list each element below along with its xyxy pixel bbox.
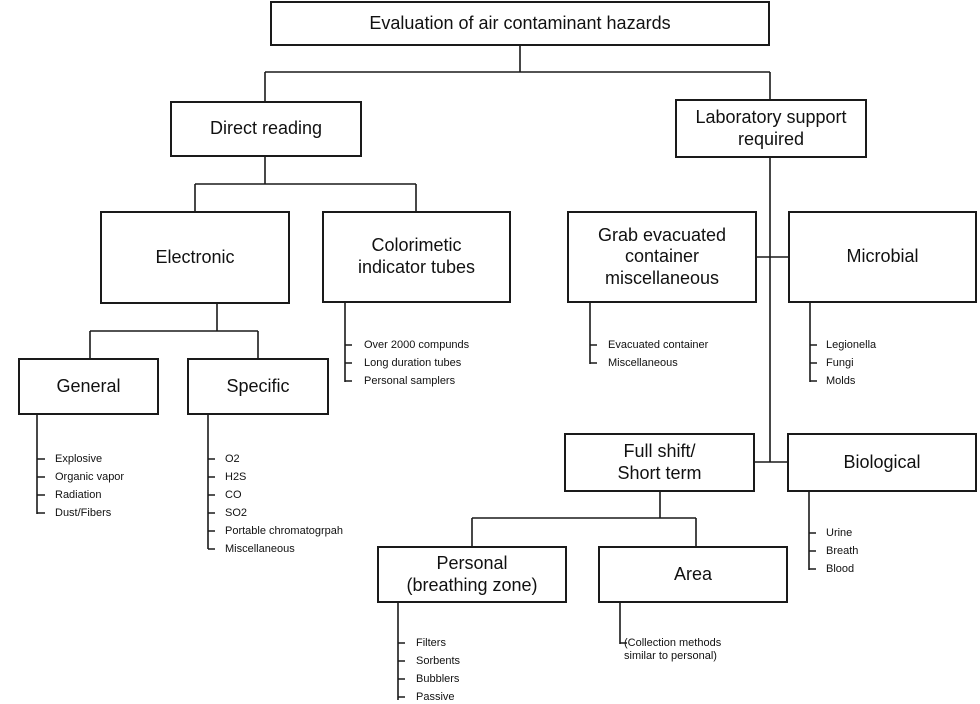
root-connector: [264, 45, 771, 101]
list-item: SO2: [225, 507, 248, 519]
list-item: Radiation: [55, 489, 102, 501]
laboratory-support-label: Laboratory support required: [695, 106, 847, 149]
list-item: Breath: [826, 545, 859, 557]
list-item: Passive: [416, 691, 455, 703]
general-items-list: Explosive Organic vapor Radiation Dust/F…: [55, 450, 124, 522]
list-item: Fungi: [826, 357, 854, 369]
list-item: Portable chromatogrpah: [225, 525, 344, 537]
list-item: Bubblers: [416, 673, 460, 685]
general-list-bracket: [36, 415, 45, 514]
personal-items-list: Filters Sorbents Bubblers Passive: [416, 634, 460, 704]
list-item: Personal samplers: [364, 375, 456, 387]
list-item: Over 2000 compunds: [364, 339, 470, 351]
grab-evacuated-node: Grab evacuated container miscellaneous: [567, 211, 757, 303]
list-item: Urine: [826, 527, 853, 539]
colorimetric-items-list: Over 2000 compunds Long duration tubes P…: [364, 336, 469, 390]
personal-list-bracket: [397, 602, 405, 700]
direct-reading-connector: [194, 156, 417, 211]
list-item: Organic vapor: [55, 471, 125, 483]
colorimetric-label: Colorimetic indicator tubes: [357, 235, 476, 277]
specific-items-list: O2 H2S CO SO2 Portable chromatogrpah Mis…: [225, 450, 343, 558]
personal-label: Personal (breathing zone): [406, 552, 538, 595]
root-node: Evaluation of air contaminant hazards: [270, 1, 770, 46]
list-item: Blood: [826, 563, 855, 575]
direct-reading-node: Direct reading: [170, 101, 362, 157]
biological-list-bracket: [808, 491, 816, 570]
microbial-items-list: Legionella Fungi Molds: [826, 336, 876, 390]
list-item: H2S: [225, 471, 247, 483]
electronic-node: Electronic: [100, 211, 290, 304]
grab-items-list: Evacuated container Miscellaneous: [608, 336, 708, 372]
electronic-connector: [89, 303, 259, 358]
grab-list-bracket: [589, 302, 597, 364]
area-note: (Collection methods similar to personal): [624, 637, 722, 662]
area-node: Area: [598, 546, 788, 603]
list-item: Miscellaneous: [608, 357, 678, 369]
specific-node: Specific: [187, 358, 329, 415]
direct-reading-label: Direct reading: [209, 118, 323, 139]
biological-items-list: Urine Breath Blood: [826, 524, 858, 578]
list-item: Legionella: [826, 339, 877, 351]
microbial-node: Microbial: [788, 211, 977, 303]
specific-list-bracket: [207, 414, 215, 550]
list-item: Long duration tubes: [364, 357, 462, 369]
grab-evacuated-label: Grab evacuated container miscellaneous: [597, 224, 727, 288]
general-node: General: [18, 358, 159, 415]
list-item: Sorbents: [416, 655, 461, 667]
list-item: O2: [225, 453, 240, 465]
list-item: Explosive: [55, 453, 103, 465]
electronic-label: Electronic: [155, 246, 235, 267]
full-shift-label: Full shift/ Short term: [617, 440, 702, 483]
biological-node: Biological: [787, 433, 977, 492]
laboratory-support-node: Laboratory support required: [675, 99, 867, 158]
list-item: Evacuated container: [608, 339, 709, 351]
microbial-label: Microbial: [846, 246, 919, 267]
list-item: Molds: [826, 375, 856, 387]
specific-label: Specific: [226, 375, 290, 396]
list-item: CO: [225, 489, 242, 501]
list-item: Dust/Fibers: [55, 507, 112, 519]
colorimetric-node: Colorimetic indicator tubes: [322, 211, 511, 303]
general-label: General: [56, 375, 121, 396]
area-label: Area: [673, 563, 713, 584]
list-item: Filters: [416, 637, 446, 649]
microbial-list-bracket: [809, 302, 817, 382]
area-note-bracket: [619, 602, 627, 644]
full-shift-connector: [471, 491, 697, 546]
biological-label: Biological: [843, 451, 921, 472]
root-label: Evaluation of air contaminant hazards: [369, 12, 671, 33]
full-shift-node: Full shift/ Short term: [564, 433, 755, 492]
personal-node: Personal (breathing zone): [377, 546, 567, 603]
colorimetric-list-bracket: [344, 302, 352, 382]
list-item: Miscellaneous: [225, 543, 295, 555]
